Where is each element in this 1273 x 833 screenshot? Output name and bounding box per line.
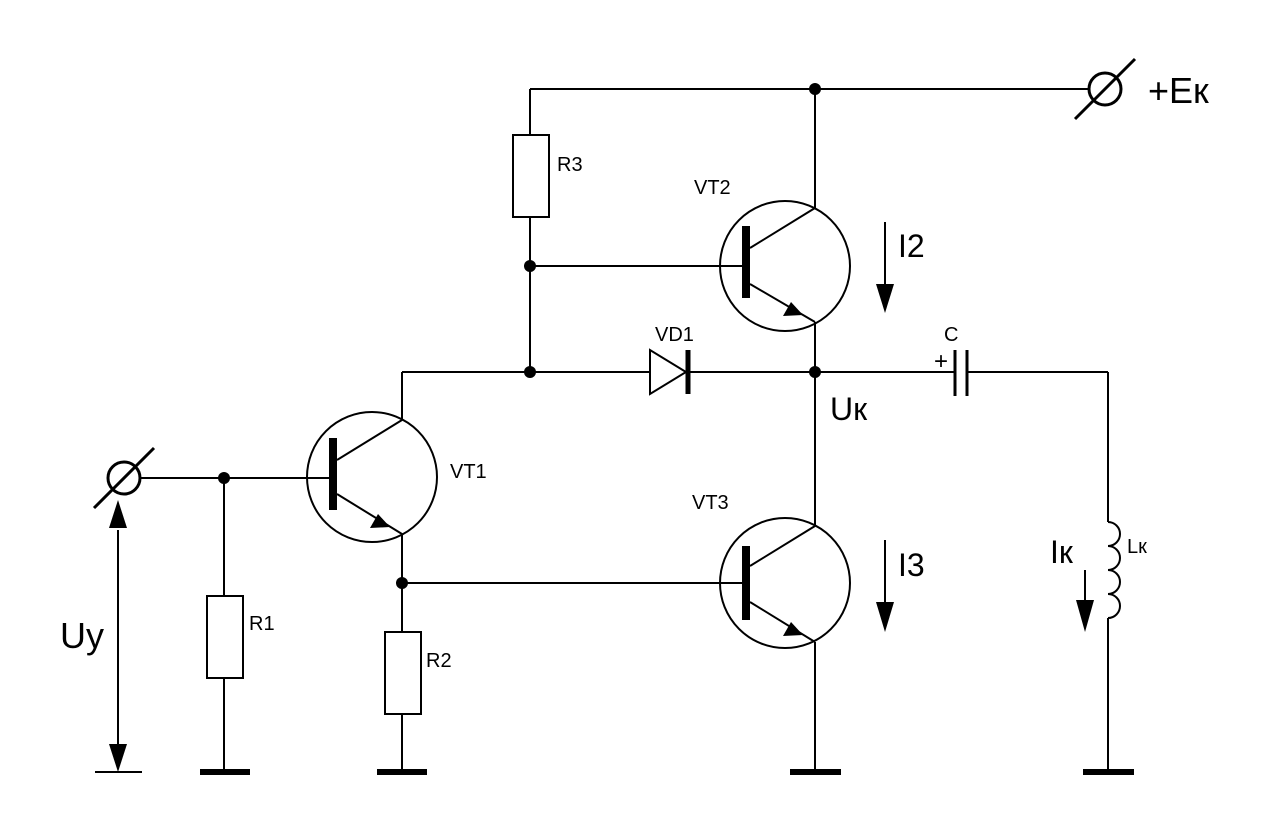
r2-label: R2 bbox=[426, 650, 452, 672]
ik-label: Iк bbox=[1050, 534, 1074, 570]
input-voltage-label: Uy bbox=[60, 615, 104, 656]
vt3-label: VT3 bbox=[692, 492, 729, 514]
i2-label: I2 bbox=[898, 228, 925, 264]
r3-label: R3 bbox=[557, 154, 583, 176]
transistor-vt2 bbox=[530, 89, 851, 372]
resistor-r2 bbox=[384, 631, 422, 715]
output-voltage-label: Uк bbox=[830, 391, 868, 427]
capacitor-c bbox=[953, 350, 969, 396]
inductor-label: Lк bbox=[1127, 536, 1147, 558]
cap-plus-label: + bbox=[934, 348, 948, 375]
inductor-lk bbox=[1107, 521, 1121, 619]
supply-label: +Eк bbox=[1148, 70, 1209, 111]
current-arrow-ik bbox=[1076, 570, 1094, 632]
resistor-r3 bbox=[512, 134, 550, 218]
cap-label: C bbox=[944, 324, 958, 346]
vd1-label: VD1 bbox=[655, 324, 694, 346]
diode-vd1 bbox=[649, 348, 691, 396]
vt2-label: VT2 bbox=[694, 177, 731, 199]
input-voltage-arrow bbox=[95, 500, 142, 773]
transistor-vt3 bbox=[719, 372, 851, 772]
vt1-label: VT1 bbox=[450, 461, 487, 483]
supply-terminal bbox=[1073, 57, 1137, 121]
resistor-r1 bbox=[206, 595, 244, 679]
i3-label: I3 bbox=[898, 547, 925, 583]
current-arrow-i3 bbox=[876, 540, 894, 632]
current-arrow-i2 bbox=[876, 222, 894, 313]
supply-rail bbox=[529, 88, 1088, 135]
r1-label: R1 bbox=[249, 613, 275, 635]
transistor-vt1 bbox=[306, 372, 438, 632]
